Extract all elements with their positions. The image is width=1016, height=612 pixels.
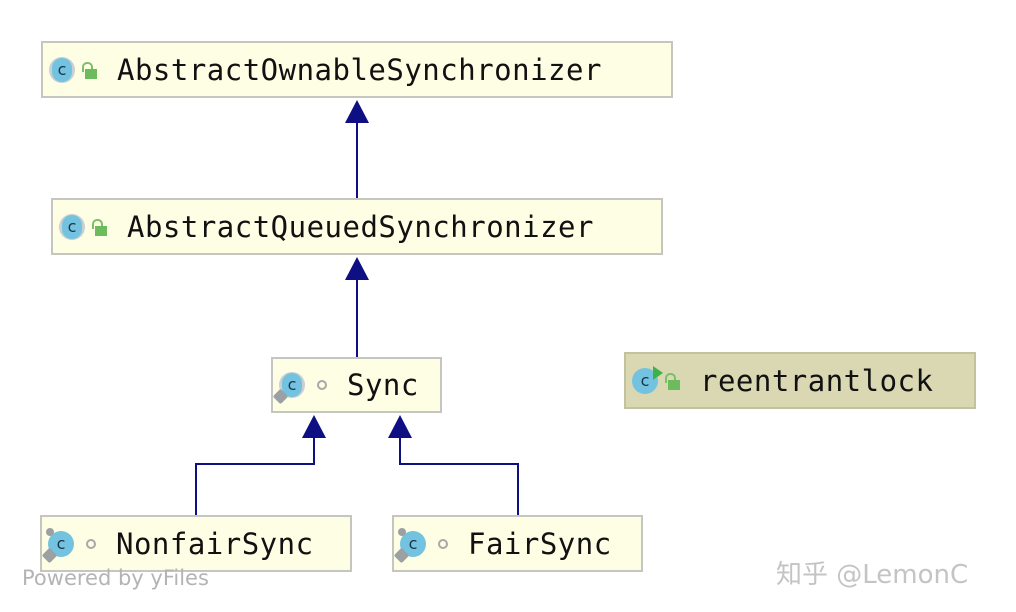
class-node-sync[interactable]: c Sync [271, 357, 442, 413]
arrowhead-icon [345, 257, 369, 280]
abstract-static-class-icon: c [272, 372, 305, 405]
class-node-reentrantlock[interactable]: c reentrantlock [624, 352, 976, 409]
abstract-class-icon: c [49, 56, 75, 83]
arrowhead-icon [302, 415, 326, 438]
public-lock-icon [81, 60, 97, 80]
class-node-nonfair-sync[interactable]: c NonfairSync [40, 515, 352, 572]
abstract-class-icon: c [59, 213, 85, 240]
inheritance-edge-nonfair-sync [195, 436, 315, 515]
runnable-class-icon: c [632, 365, 663, 394]
static-class-icon: c [393, 527, 426, 563]
package-private-icon [317, 380, 327, 390]
package-private-icon [86, 538, 96, 549]
class-name: NonfairSync [116, 526, 314, 561]
inheritance-edge-fair-sync [399, 436, 519, 515]
class-name: FairSync [468, 526, 612, 561]
class-node-abstract-ownable-synchronizer[interactable]: c AbstractOwnableSynchronizer [41, 41, 673, 98]
watermark: 知乎 @LemonC [776, 560, 969, 590]
class-node-abstract-queued-synchronizer[interactable]: c AbstractQueuedSynchronizer [51, 198, 663, 255]
class-node-fair-sync[interactable]: c FairSync [392, 515, 643, 572]
arrowhead-icon [388, 415, 412, 438]
public-lock-icon [91, 217, 107, 237]
class-name: reentrantlock [700, 363, 934, 398]
static-class-icon: c [41, 527, 74, 563]
powered-by-yfiles: Powered by yFiles [22, 566, 209, 590]
package-private-icon [438, 538, 448, 549]
class-name: AbstractQueuedSynchronizer [127, 209, 594, 244]
arrowhead-icon [345, 100, 369, 123]
public-lock-icon [664, 371, 680, 391]
class-name: AbstractOwnableSynchronizer [117, 52, 602, 87]
class-name: Sync [347, 368, 419, 402]
